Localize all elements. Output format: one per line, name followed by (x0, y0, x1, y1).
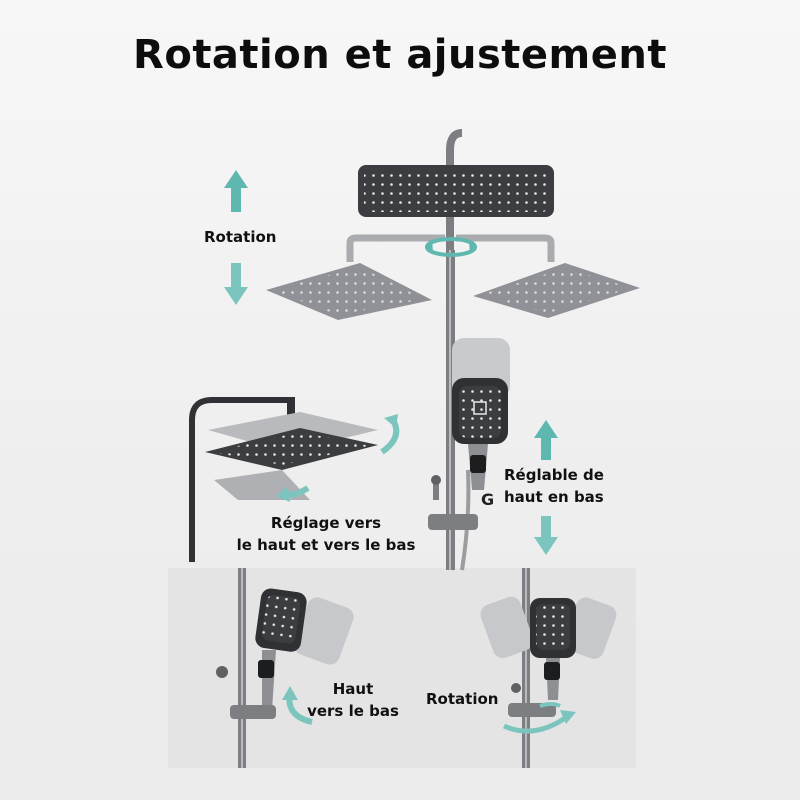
shower-head-icon (358, 165, 554, 217)
hand-shower-detail-right (480, 568, 617, 768)
hand-shower-icon (428, 338, 510, 530)
reglage-label: Réglage vers le haut et vers le bas (226, 512, 426, 556)
adjust-label-line2: haut en bas (504, 488, 604, 506)
rotation-label: Rotation (204, 228, 277, 246)
reglage-label-line1: Réglage vers (270, 514, 382, 532)
rotation-bottom-label: Rotation (426, 690, 499, 708)
haut-label-line1: Haut (332, 680, 374, 698)
curved-arrow-icon (276, 414, 400, 502)
up-down-arrow-icon (534, 420, 558, 555)
curved-arrow-icon (282, 686, 313, 725)
hand-shower-detail-left (216, 568, 354, 768)
haut-label-line2: vers le bas (307, 702, 399, 720)
haut-label: Haut vers le bas (300, 678, 406, 722)
rotate-arrow-icon (502, 702, 576, 734)
adjust-label: Réglable de haut en bas (504, 464, 604, 508)
adjust-label-line1: Réglable de (504, 466, 604, 484)
rotated-shower-heads (266, 234, 640, 320)
reglage-label-line2: le haut et vers le bas (236, 536, 416, 554)
up-down-arrow-icon (224, 170, 248, 305)
page-title: Rotation et ajustement (133, 32, 667, 78)
rotate-arrow-icon (425, 237, 477, 257)
holder-mark: G (481, 490, 494, 509)
tilt-shower-illustration (189, 397, 378, 562)
